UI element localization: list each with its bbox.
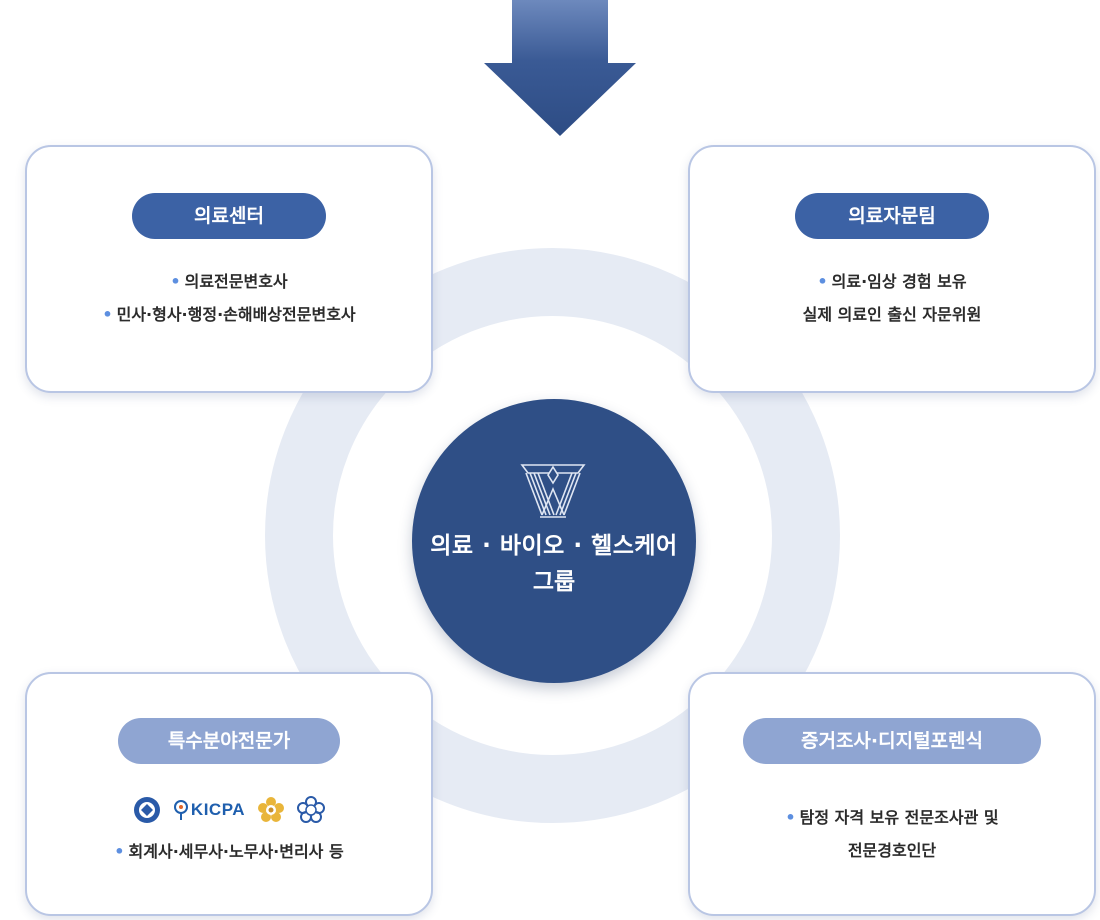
list-item: •의료전문변호사: [170, 272, 288, 291]
association-logos: KICPA: [27, 795, 431, 825]
list-item: •의료·임상 경험 보유: [817, 272, 967, 291]
special-experts-label: 특수분야전문가: [118, 718, 340, 764]
kicpa-logo: KICPA: [173, 799, 245, 821]
evidence-forensics-label: 증거조사·디지털포렌식: [743, 718, 1041, 764]
center-group-circle: 의료 · 바이오 · 헬스케어 그룹: [412, 399, 696, 683]
list-item: •회계사·세무사·노무사·변리사 등: [114, 842, 344, 861]
card-medical-center: 의료센터 •의료전문변호사 •민사·형사·행정·손해배상전문변호사: [25, 145, 433, 393]
list-item-continuation: 실제 의료인 출신 자문위원: [802, 305, 982, 324]
card-medical-advisory-team: 의료자문팀 •의료·임상 경험 보유 실제 의료인 출신 자문위원: [688, 145, 1096, 393]
labor-attorney-icon: [297, 796, 326, 824]
list-item: •탐정 자격 보유 전문조사관 및: [785, 808, 999, 827]
down-arrow-icon: [484, 0, 636, 136]
list-item: •민사·형사·행정·손해배상전문변호사: [102, 305, 356, 324]
tax-association-icon: [257, 796, 285, 824]
bullet-icon: •: [102, 305, 113, 324]
bullet-icon: •: [170, 272, 181, 291]
card-special-experts: 특수분야전문가 KICPA: [25, 672, 433, 916]
card-evidence-forensics: 증거조사·디지털포렌식 •탐정 자격 보유 전문조사관 및 전문경호인단: [688, 672, 1096, 916]
list-item-continuation: 전문경호인단: [847, 841, 937, 860]
cpa-association-icon: [133, 796, 161, 824]
center-title: 의료 · 바이오 · 헬스케어: [430, 533, 678, 559]
center-title-line2: 그룹: [532, 569, 576, 595]
kicpa-mark-icon: [173, 800, 188, 820]
firm-logo-icon: [520, 464, 586, 518]
bullet-icon: •: [785, 808, 796, 827]
bullet-icon: •: [114, 842, 125, 861]
bullet-icon: •: [817, 272, 828, 291]
medical-center-label: 의료센터: [132, 193, 326, 239]
medical-advisory-label: 의료자문팀: [795, 193, 989, 239]
